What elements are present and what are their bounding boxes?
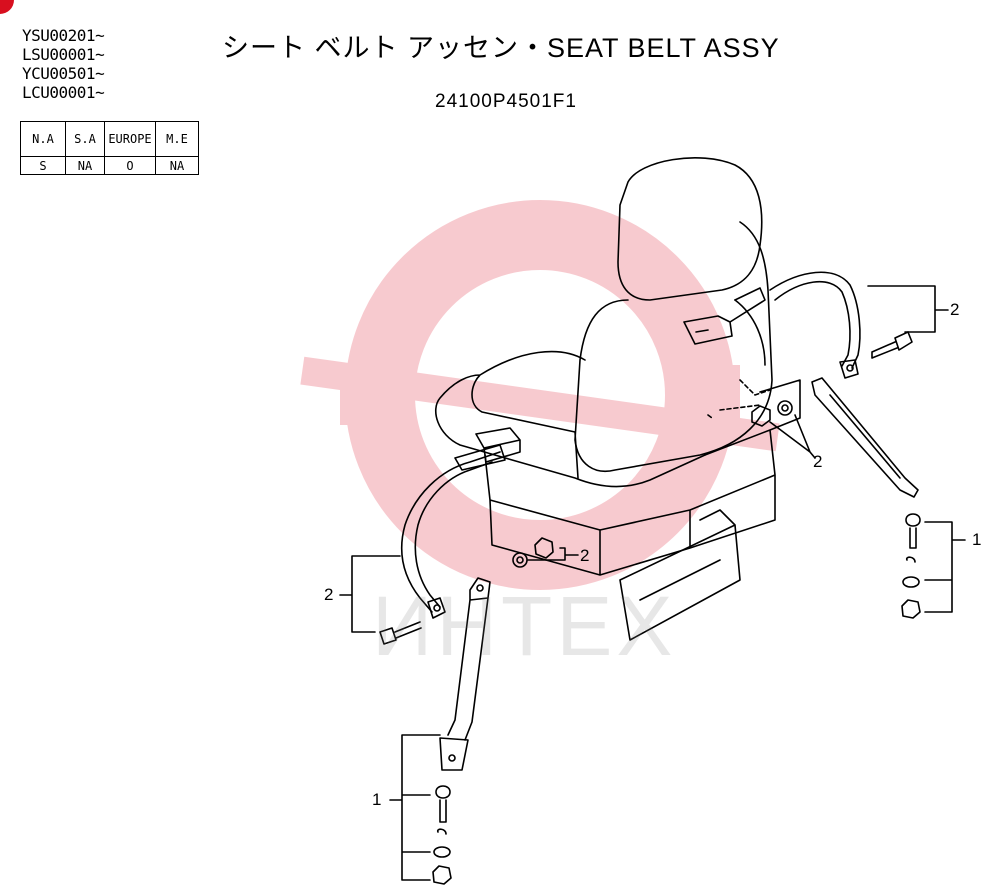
spring-washer-right — [905, 556, 916, 563]
callout-qty-center: 2 — [580, 546, 590, 565]
washer-center — [512, 552, 528, 568]
callout-qty-right-kit: 1 — [972, 530, 982, 549]
callout-qty-left-kit: 1 — [372, 790, 382, 809]
washer-right — [777, 400, 793, 416]
bolt-top-right — [871, 331, 913, 359]
callout-bracket-top-right — [867, 285, 949, 333]
nut-left — [432, 865, 452, 885]
left-lower-anchor-belt — [439, 577, 491, 771]
callout-bracket-left-kit — [389, 734, 441, 881]
right-anchor-strap — [811, 377, 919, 498]
serial-range: YSU00201~ — [22, 26, 105, 45]
spring-washer-left — [436, 828, 447, 835]
seat-slide-rail — [619, 509, 741, 641]
right-belt-anchor-plate — [839, 359, 859, 379]
market-header-me: M.E — [155, 121, 199, 157]
callout-qty-washer-nut: 2 — [813, 452, 823, 471]
market-availability-table: N.A S.A EUROPE M.E S NA O NA — [20, 121, 199, 175]
right-belt-buckle — [683, 287, 766, 345]
serial-range: YCU00501~ — [22, 64, 105, 83]
watermark-gear-icon — [300, 200, 780, 590]
callout-qty-top-right: 2 — [950, 300, 960, 319]
eyebolt-right — [905, 513, 921, 549]
left-belt-buckle — [454, 427, 521, 471]
market-header-europe: EUROPE — [104, 121, 156, 157]
serial-range: LSU00001~ — [22, 45, 105, 64]
right-belt-strap — [769, 271, 861, 369]
callout-qty-left-bolt: 2 — [324, 585, 334, 604]
washer-right-kit — [902, 576, 920, 588]
eyebolt-left — [435, 785, 451, 823]
diagram-title: シート ベルト アッセン・SEAT BELT ASSY — [222, 33, 780, 63]
watermark-text: ИНТЕХ — [372, 579, 677, 673]
seat-base — [484, 379, 801, 576]
nut-center — [534, 537, 554, 559]
left-belt-strap — [400, 451, 501, 613]
left-belt-anchor-plate — [427, 597, 446, 619]
callout-bracket-washer-nut — [769, 414, 816, 459]
serial-range: LCU00001~ — [22, 83, 105, 102]
callout-bracket-center — [527, 547, 579, 561]
serial-range-list: YSU00201~ LSU00001~ YCU00501~ LCU00001~ — [22, 26, 105, 102]
washer-left — [433, 846, 451, 858]
callout-bracket-left-bolt — [339, 555, 401, 633]
seat-backrest — [574, 221, 773, 472]
callout-bracket-right-kit — [924, 521, 966, 613]
part-number: 24100P4501F1 — [435, 91, 577, 112]
seat-cushion — [435, 350, 706, 488]
nut-right — [751, 405, 771, 427]
bolt-left — [379, 621, 422, 645]
nut-right-kit — [901, 599, 921, 619]
market-header-sa: S.A — [65, 121, 105, 157]
seat-rear-edge — [707, 379, 771, 419]
headrest — [617, 157, 763, 301]
market-value-me: NA — [155, 156, 199, 175]
